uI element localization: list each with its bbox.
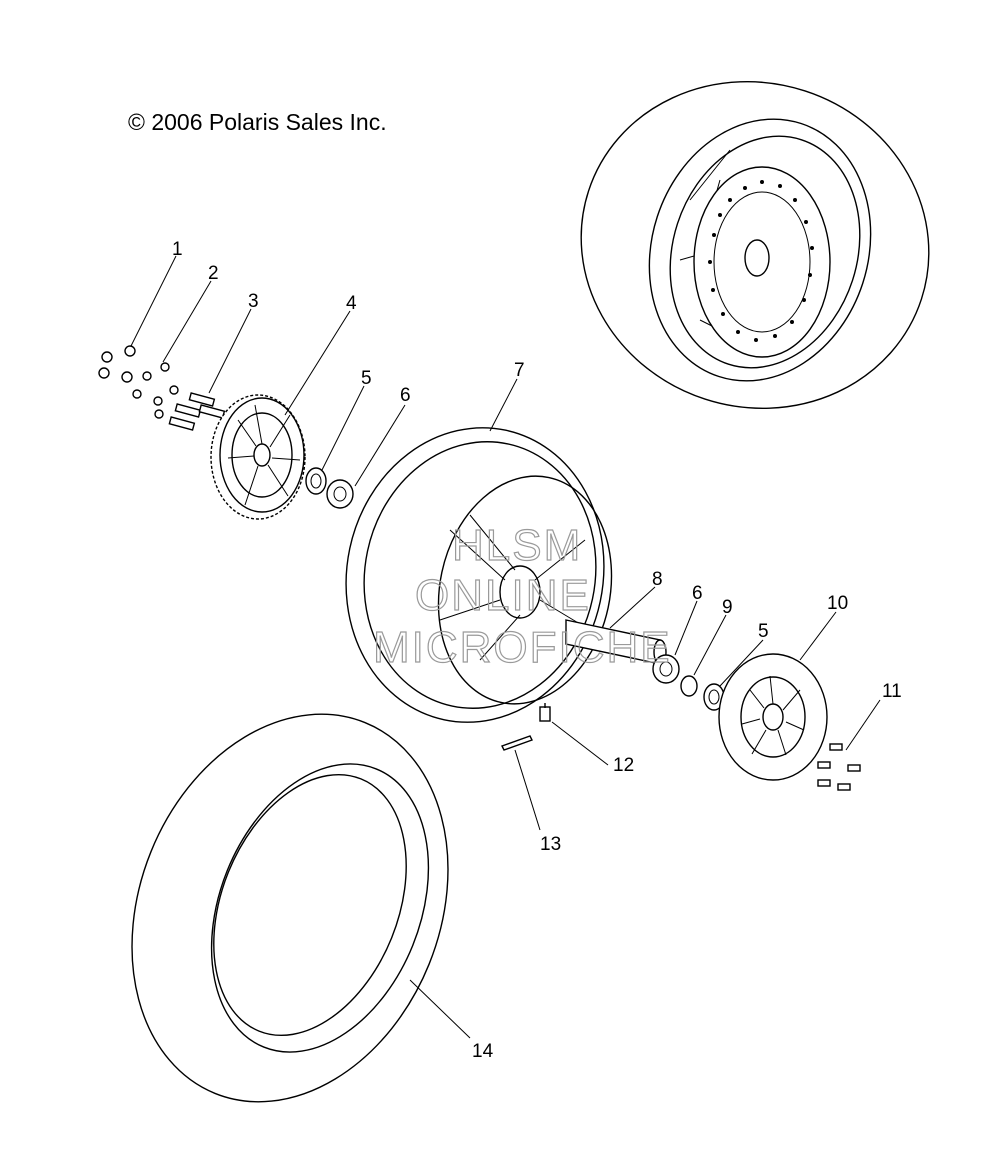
svg-text:HLSM: HLSM bbox=[452, 521, 582, 570]
leader-lines bbox=[130, 255, 881, 1039]
rim-illustration bbox=[345, 427, 613, 723]
seal-left bbox=[305, 467, 327, 495]
studs bbox=[168, 392, 226, 431]
copyright-text: © 2006 Polaris Sales Inc. bbox=[128, 109, 387, 135]
callout-12: 12 bbox=[613, 755, 634, 776]
bearing-left bbox=[326, 479, 354, 509]
callout-4: 4 bbox=[346, 293, 357, 314]
brake-disc-holes bbox=[708, 180, 814, 342]
callout-14: 14 bbox=[472, 1041, 494, 1062]
callout-5b: 5 bbox=[758, 621, 769, 642]
callout-2: 2 bbox=[208, 263, 219, 284]
nuts-and-washers bbox=[98, 345, 179, 419]
wheel-weight bbox=[501, 735, 533, 751]
watermark: HLSM ONLINE MICROFICHE bbox=[372, 520, 672, 672]
callout-6b: 6 bbox=[692, 583, 703, 604]
callout-7: 7 bbox=[514, 360, 525, 381]
callout-3: 3 bbox=[248, 291, 259, 312]
callout-10: 10 bbox=[827, 593, 848, 614]
disc-bolts bbox=[817, 743, 861, 791]
callout-9: 9 bbox=[722, 597, 733, 618]
callout-11: 11 bbox=[882, 681, 902, 702]
svg-text:MICROFICHE: MICROFICHE bbox=[373, 623, 672, 672]
snap-ring bbox=[680, 675, 698, 697]
callout-1: 1 bbox=[172, 239, 183, 260]
callout-13: 13 bbox=[540, 834, 561, 855]
bearing-right bbox=[652, 654, 680, 684]
brake-disc-illustration bbox=[718, 653, 828, 781]
svg-text:ONLINE: ONLINE bbox=[415, 571, 591, 620]
tire-illustration bbox=[131, 713, 449, 1103]
callout-8: 8 bbox=[652, 569, 663, 590]
sprocket-illustration bbox=[210, 394, 306, 520]
callout-labels: 1 2 3 4 5 6 7 8 6 9 5 10 11 12 13 14 bbox=[172, 239, 902, 1062]
callout-5: 5 bbox=[361, 368, 372, 389]
assembled-wheel-illustration bbox=[580, 81, 930, 409]
valve-stem-illustration bbox=[539, 703, 551, 722]
callout-6: 6 bbox=[400, 385, 411, 406]
